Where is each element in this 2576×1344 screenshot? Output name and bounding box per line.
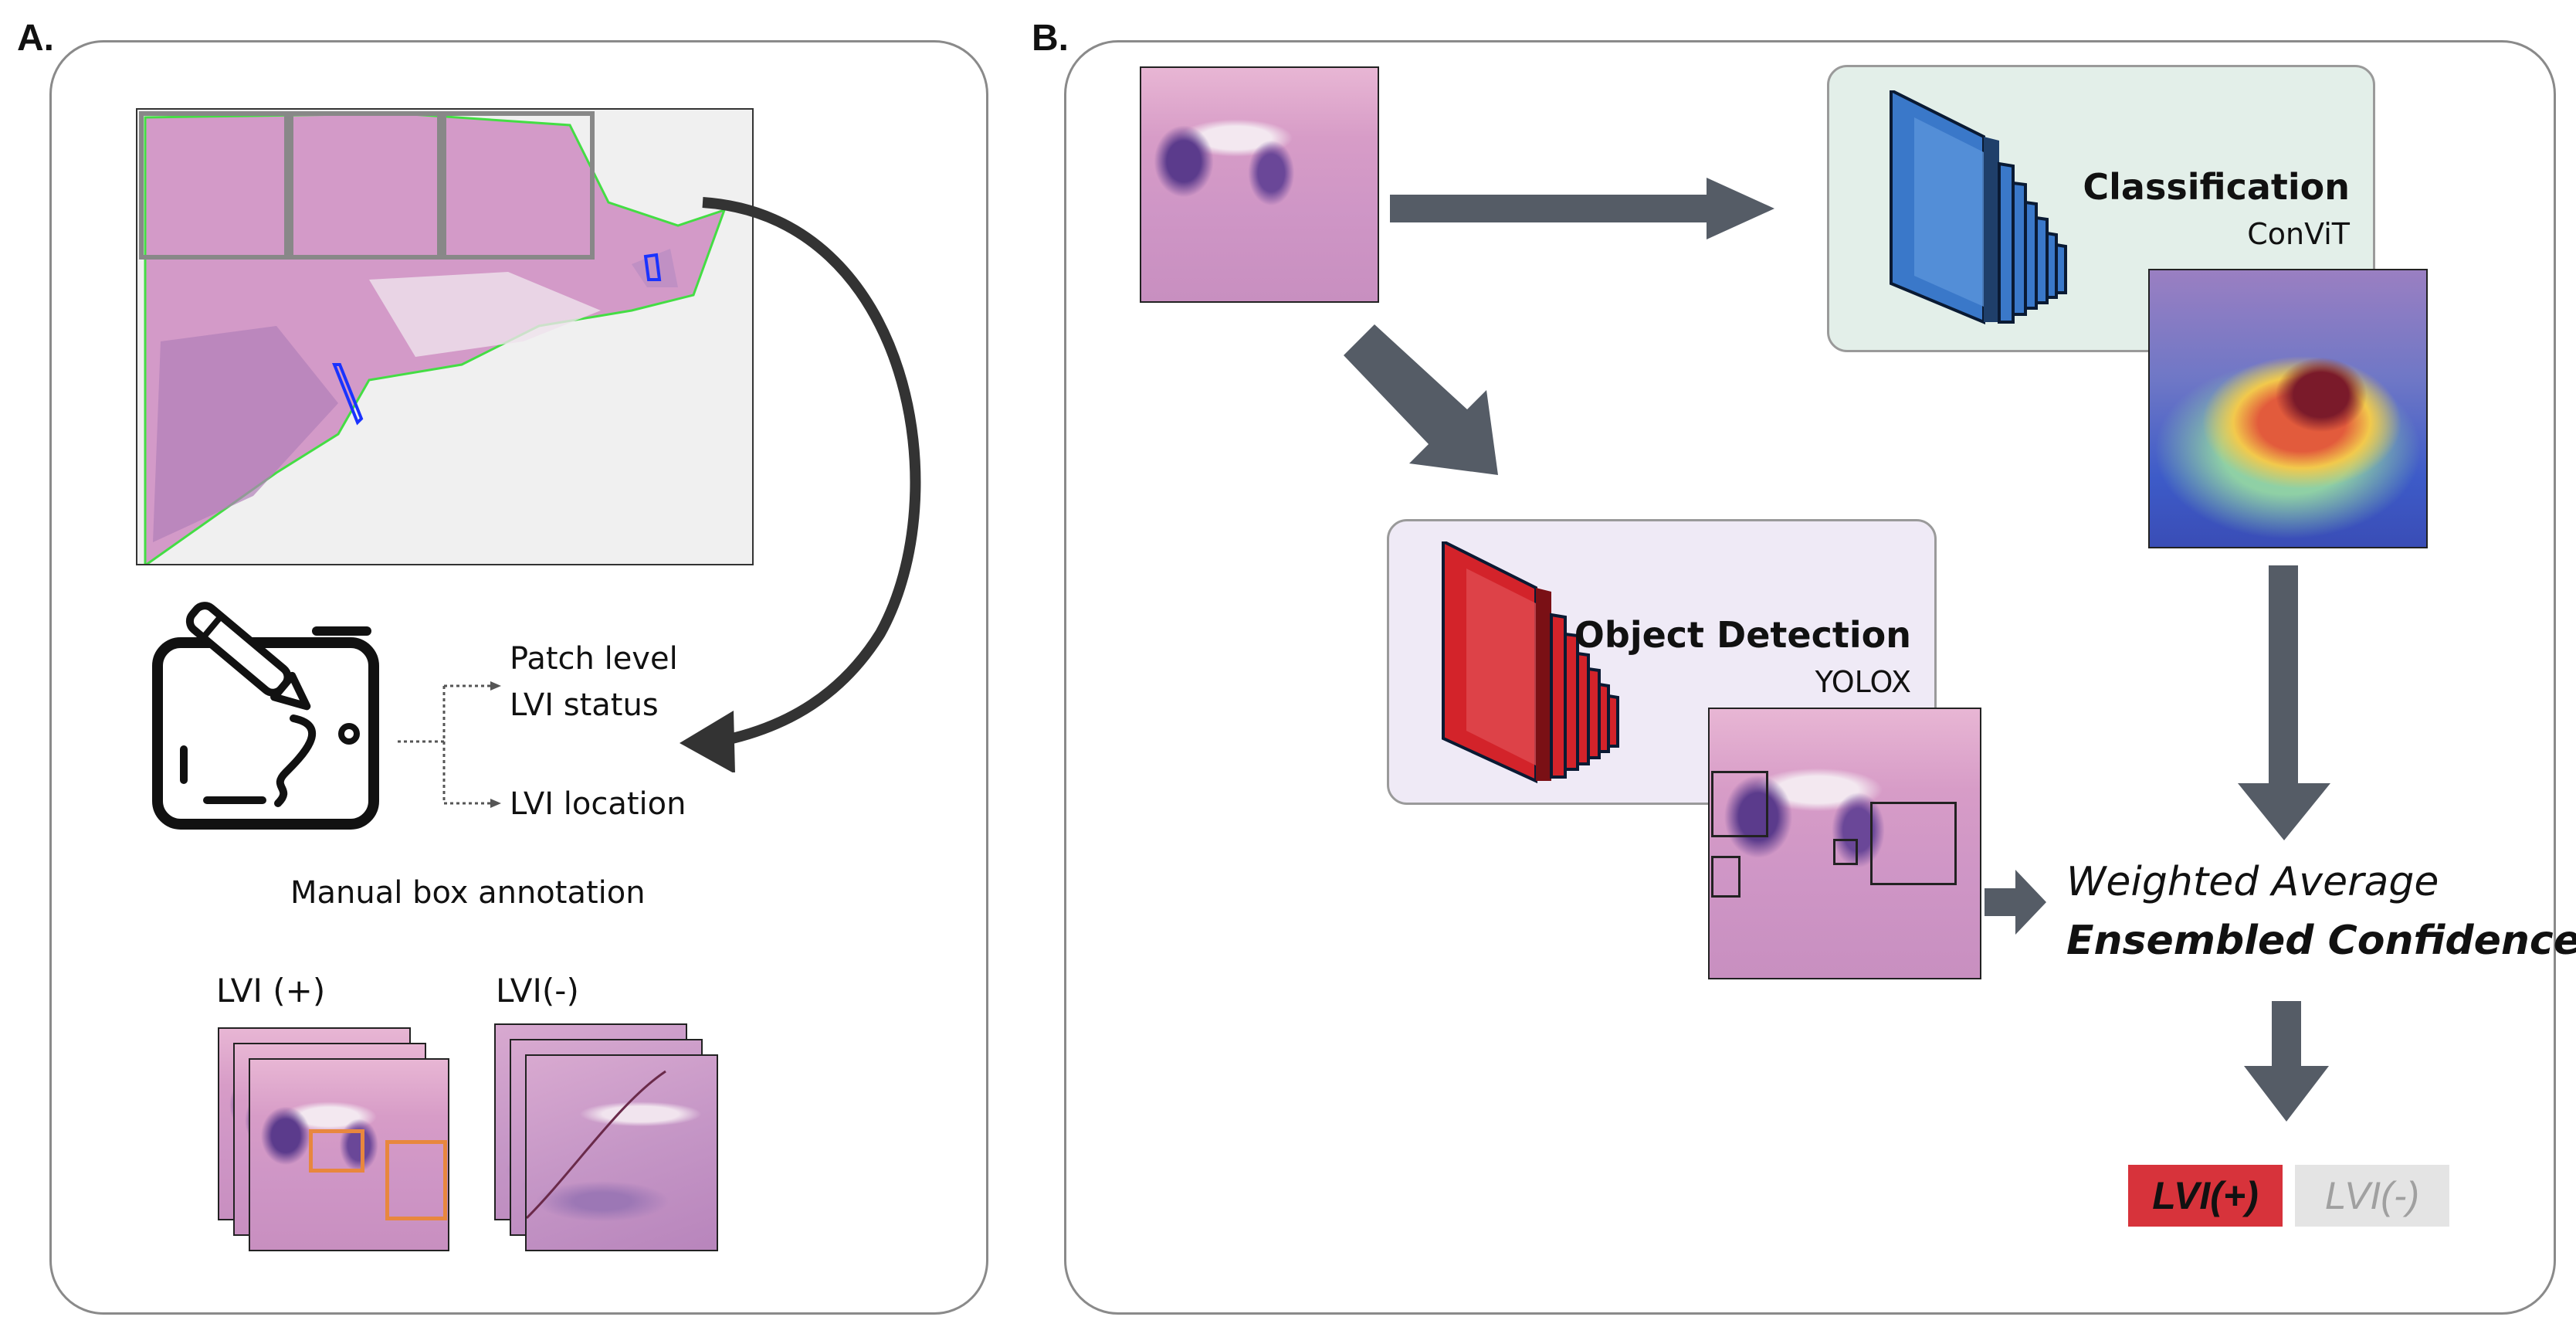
- result-positive-badge: LVI(+): [2128, 1165, 2283, 1227]
- arrow-to-result: [2244, 1001, 2329, 1122]
- output-lvi-status: LVI status: [510, 687, 659, 723]
- vessel-line: [527, 1070, 666, 1220]
- negative-patch-front: [525, 1054, 718, 1251]
- negative-stack-label: LVI(-): [496, 972, 579, 1010]
- annotation-bracket: [398, 681, 501, 808]
- detection-box: [1711, 771, 1768, 837]
- input-patch: [1140, 66, 1379, 303]
- detection-title: Object Detection: [1574, 614, 1911, 656]
- arrow-to-classification: [1390, 178, 1774, 239]
- positive-patch-front: [249, 1058, 449, 1251]
- output-patch-level: Patch level: [510, 641, 678, 677]
- classification-card: Classification ConViT: [1827, 65, 2375, 352]
- result-positive-text: LVI(+): [2152, 1174, 2259, 1217]
- detection-box: [1711, 856, 1740, 898]
- result-negative-text: LVI(-): [2324, 1174, 2420, 1217]
- detection-network-icon: [1442, 541, 1619, 784]
- lvi-annotation-box: [385, 1140, 447, 1220]
- whole-slide-image: [136, 108, 754, 565]
- annotation-caption: Manual box annotation: [290, 875, 646, 911]
- classification-model: ConViT: [2247, 217, 2350, 251]
- grid-tile: [289, 111, 442, 260]
- detection-model: YOLOX: [1815, 665, 1911, 699]
- output-lvi-location: LVI location: [510, 786, 686, 822]
- ensemble-line2: Ensembled Confidence: [2066, 918, 2576, 964]
- classification-network-icon: [1890, 90, 2067, 324]
- curved-arrow: [680, 197, 921, 772]
- detection-card: Object Detection YOLOX: [1387, 519, 1937, 805]
- panel-a-label: A.: [17, 18, 54, 59]
- classification-heatmap: [2148, 269, 2428, 548]
- lvi-annotation-box: [309, 1129, 364, 1173]
- detection-box: [1870, 802, 1957, 885]
- classification-title: Classification: [2083, 166, 2350, 208]
- arrow-to-ensemble-from-detection: [1985, 870, 2046, 935]
- result-negative-badge: LVI(-): [2295, 1165, 2449, 1227]
- grid-tile: [139, 111, 289, 260]
- detection-box: [1833, 839, 1858, 865]
- tablet-annotation-icon: [152, 602, 379, 830]
- positive-stack-label: LVI (+): [216, 972, 326, 1010]
- arrow-to-detection: [1344, 324, 1498, 475]
- ensemble-line1: Weighted Average: [2066, 859, 2439, 905]
- arrow-to-ensemble-from-classification: [2238, 565, 2330, 840]
- panel-b-label: B.: [1032, 18, 1069, 59]
- detection-output-patch: [1708, 708, 1981, 979]
- grid-tile: [442, 111, 595, 260]
